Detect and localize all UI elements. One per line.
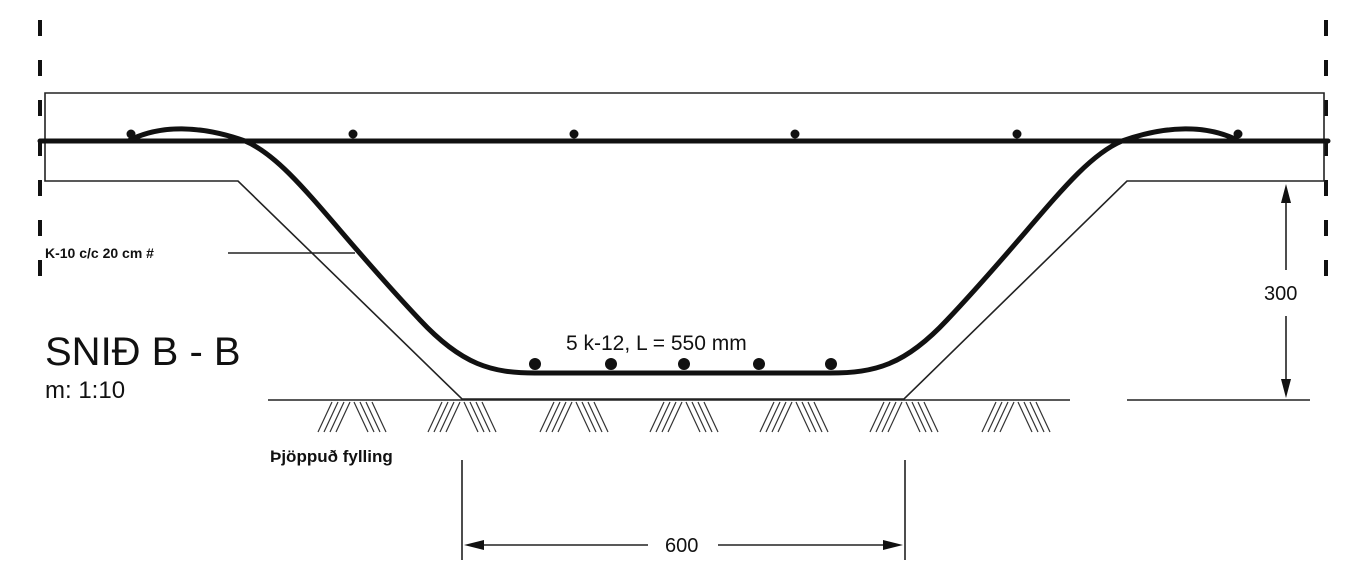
hatch-mark: [887, 401, 903, 433]
arrow-left-icon: [464, 540, 484, 550]
hatch-mark: [1023, 401, 1039, 433]
hatch-mark: [353, 401, 369, 433]
hatch-mark: [587, 401, 603, 433]
hatch-mark: [661, 401, 677, 433]
hatch-mark: [801, 401, 817, 433]
bottom-bar-dot: [529, 358, 541, 370]
bottom-bar-dot: [825, 358, 837, 370]
hatch-mark: [777, 401, 793, 433]
depth-dimension-text: 300: [1264, 283, 1297, 305]
hatch-mark: [433, 401, 449, 433]
hatch-mark: [469, 401, 485, 433]
arrow-right-icon: [883, 540, 903, 550]
bottom-bars: [529, 358, 837, 370]
hatch-mark: [371, 401, 387, 433]
top-bar-dot: [569, 129, 579, 139]
hatch-mark: [539, 401, 555, 433]
hatch-mark: [813, 401, 829, 433]
bottom-bar-dot: [605, 358, 617, 370]
hatch-mark: [655, 401, 671, 433]
hatch-mark: [1017, 401, 1033, 433]
hatch-mark: [317, 401, 333, 433]
width-dimension: 600: [461, 460, 906, 560]
section-scale: m: 1:10: [45, 377, 125, 404]
hatch-mark: [667, 401, 683, 433]
width-dimension-text: 600: [665, 535, 698, 557]
hatch-mark: [795, 401, 811, 433]
hatch-mark: [703, 401, 719, 433]
hatch-mark: [1035, 401, 1051, 433]
bottom-bar-dot: [678, 358, 690, 370]
depth-dimension: 300: [1264, 184, 1297, 398]
top-bar-dot: [790, 129, 800, 139]
hatch-mark: [335, 401, 351, 433]
hatch-mark: [359, 401, 375, 433]
top-bar-dot: [126, 129, 136, 139]
hatch-mark: [981, 401, 997, 433]
hatch-mark: [551, 401, 567, 433]
bottom-bar-dot: [753, 358, 765, 370]
hatch-mark: [917, 401, 933, 433]
hatch-mark: [463, 401, 479, 433]
hatch-mark: [691, 401, 707, 433]
top-bar-dot: [348, 129, 358, 139]
hatch-mark: [987, 401, 1003, 433]
hatch-mark: [557, 401, 573, 433]
hatch-mark: [427, 401, 443, 433]
hatch-mark: [875, 401, 891, 433]
hatch-mark: [581, 401, 597, 433]
hatch-mark: [593, 401, 609, 433]
section-title: SNIÐ B - B: [45, 330, 241, 374]
hatch-mark: [323, 401, 339, 433]
hatch-mark: [365, 401, 381, 433]
hatch-mark: [475, 401, 491, 433]
hatch-mark: [869, 401, 885, 433]
hatch-mark: [329, 401, 345, 433]
hatch-mark: [1029, 401, 1045, 433]
hatch-mark: [575, 401, 591, 433]
fill-label: Þjöppuð fylling: [270, 447, 393, 466]
hatch-mark: [545, 401, 561, 433]
hatch-mark: [911, 401, 927, 433]
hatch-mark: [439, 401, 455, 433]
hatch-mark: [759, 401, 775, 433]
top-bar-dot: [1012, 129, 1022, 139]
hatch-mark: [445, 401, 461, 433]
hatch-mark: [697, 401, 713, 433]
hatch-mark: [923, 401, 939, 433]
rebar-mesh-label: K-10 c/c 20 cm #: [45, 245, 154, 261]
hatch-mark: [807, 401, 823, 433]
ground-hatch: [317, 401, 1051, 433]
hatch-mark: [905, 401, 921, 433]
top-bars: [126, 129, 1243, 139]
bent-rebar: [127, 126, 1240, 376]
hatch-mark: [999, 401, 1015, 433]
hatch-mark: [765, 401, 781, 433]
arrow-up-icon: [1281, 184, 1291, 203]
hatch-mark: [993, 401, 1009, 433]
hatch-mark: [649, 401, 665, 433]
top-bar-dot: [1233, 129, 1243, 139]
arrow-down-icon: [1281, 379, 1291, 398]
hatch-mark: [685, 401, 701, 433]
concrete-outline: [44, 92, 1325, 400]
hatch-mark: [881, 401, 897, 433]
bottom-bars-label: 5 k-12, L = 550 mm: [566, 332, 747, 355]
hatch-mark: [481, 401, 497, 433]
hatch-mark: [771, 401, 787, 433]
